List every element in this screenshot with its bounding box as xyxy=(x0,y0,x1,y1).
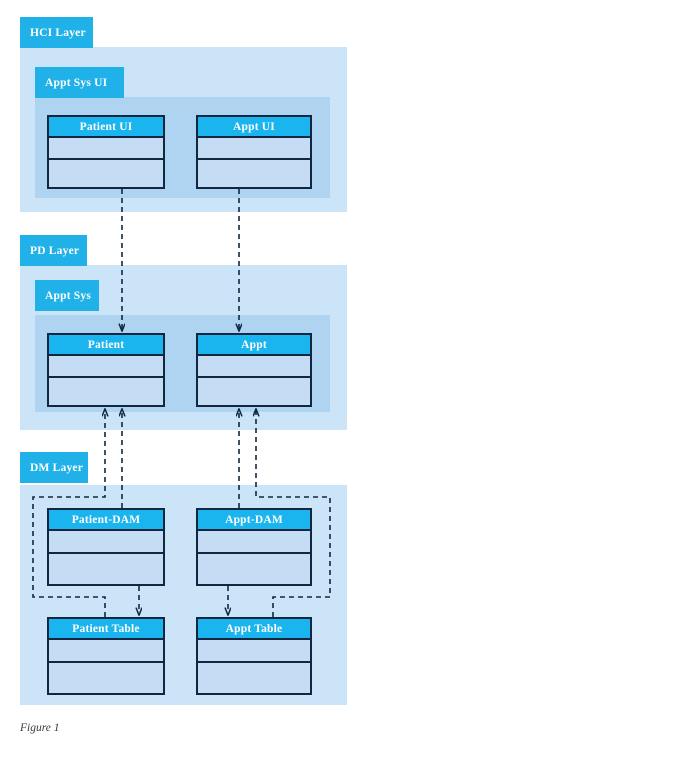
dm-layer-tab: DM Layer xyxy=(20,452,88,483)
hci-layer-tab: HCI Layer xyxy=(20,17,93,48)
class-attributes-patient-dam xyxy=(49,531,163,554)
class-attributes-appt-ui xyxy=(198,138,310,160)
class-header-appt-table: Appt Table xyxy=(198,619,310,640)
class-operations-patient-table xyxy=(49,663,163,693)
pd-layer-label: PD Layer xyxy=(30,244,80,257)
class-box-appt-table[interactable]: Appt Table xyxy=(196,617,312,695)
class-box-patient-table[interactable]: Patient Table xyxy=(47,617,165,695)
dm-layer-label: DM Layer xyxy=(30,461,84,474)
class-attributes-patient-table xyxy=(49,640,163,663)
class-attributes-appt xyxy=(198,356,310,378)
class-operations-appt xyxy=(198,378,310,404)
class-header-appt: Appt xyxy=(198,335,310,356)
class-header-appt-dam: Appt-DAM xyxy=(198,510,310,531)
class-box-appt-dam[interactable]: Appt-DAM xyxy=(196,508,312,586)
appt-sys-label: Appt Sys xyxy=(45,289,92,302)
class-box-patient-dam[interactable]: Patient-DAM xyxy=(47,508,165,586)
appt-sys-tab: Appt Sys xyxy=(35,280,99,311)
class-header-patient: Patient xyxy=(49,335,163,356)
class-header-patient-dam: Patient-DAM xyxy=(49,510,163,531)
appt-sys-ui-label: Appt Sys UI xyxy=(45,76,108,89)
class-operations-patient-dam xyxy=(49,554,163,584)
class-box-appt-ui[interactable]: Appt UI xyxy=(196,115,312,189)
class-attributes-patient-ui xyxy=(49,138,163,160)
class-header-patient-ui: Patient UI xyxy=(49,117,163,138)
appt-sys-ui-tab: Appt Sys UI xyxy=(35,67,124,98)
class-operations-appt-ui xyxy=(198,160,310,186)
class-header-appt-ui: Appt UI xyxy=(198,117,310,138)
class-operations-appt-dam xyxy=(198,554,310,584)
class-box-appt[interactable]: Appt xyxy=(196,333,312,407)
class-attributes-appt-table xyxy=(198,640,310,663)
class-operations-appt-table xyxy=(198,663,310,693)
class-box-patient-ui[interactable]: Patient UI xyxy=(47,115,165,189)
class-header-patient-table: Patient Table xyxy=(49,619,163,640)
hci-layer-label: HCI Layer xyxy=(30,26,86,39)
class-operations-patient-ui xyxy=(49,160,163,186)
class-operations-patient xyxy=(49,378,163,404)
figure-caption: Figure 1 xyxy=(20,722,60,734)
class-attributes-patient xyxy=(49,356,163,378)
pd-layer-tab: PD Layer xyxy=(20,235,87,266)
class-attributes-appt-dam xyxy=(198,531,310,554)
class-box-patient[interactable]: Patient xyxy=(47,333,165,407)
